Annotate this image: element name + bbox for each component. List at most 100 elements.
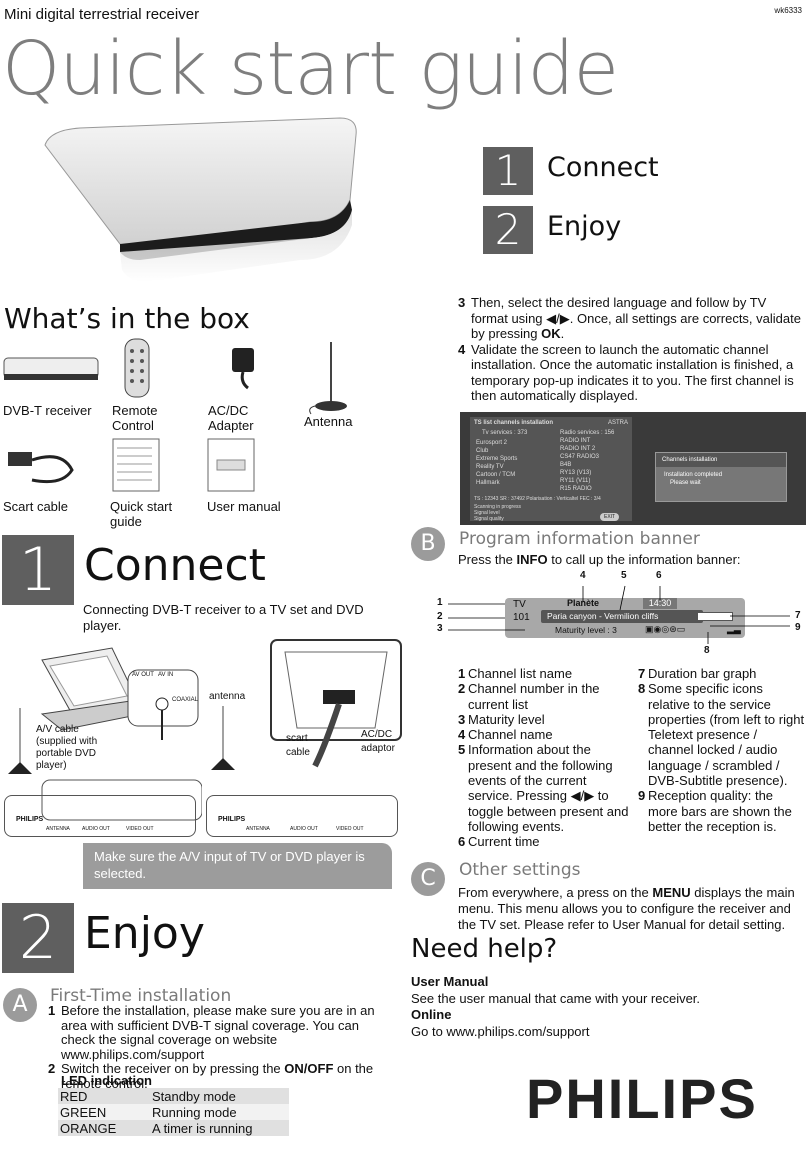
audio-out-right: AUDIO OUT [290, 826, 318, 832]
video-out-left: VIDEO OUT [126, 826, 154, 832]
label-scart-cable: scart cable [286, 733, 310, 758]
exit-button: EXIT [600, 513, 620, 521]
banner-step2-number: 2 [483, 206, 533, 254]
box-item-scart: Scart cable [3, 499, 69, 514]
brand-label-left: PHILIPS [16, 816, 44, 823]
led-heading: LED indication [61, 1073, 152, 1088]
page-title: Quick start guide [2, 26, 619, 112]
callout-8: 8 [704, 645, 710, 656]
banner-channel-list: TV [513, 599, 526, 610]
satellite-badge: ASTRA [607, 420, 628, 426]
brand-label-right: PHILIPS [218, 816, 246, 823]
user-manual-image [207, 438, 255, 492]
box-item-remote: Remote Control [112, 403, 158, 433]
antenna-image [309, 342, 347, 415]
banner-maturity: Maturity level : 3 [555, 625, 617, 635]
scrambled-icon: ⊛ [669, 624, 677, 634]
section-c-text: From everywhere, a press on the MENU dis… [458, 885, 795, 932]
document-code: wk6333 [774, 6, 802, 15]
section-c-title: Other settings [459, 860, 581, 880]
channel-list-title: TS list channels installation [474, 420, 554, 426]
info-banner: TV 101 Planète 14:30 Paria canyon - Verm… [505, 598, 745, 638]
enjoy-number: 2 [2, 903, 74, 973]
completion-popup: Channels installation Installation compl… [655, 452, 787, 502]
section-c-marker: C [411, 862, 445, 896]
help-online-text: Go to www.philips.com/support [411, 1024, 590, 1039]
transponder-line: TS : 12343 SR : 37492 Polarisation : Ver… [474, 496, 601, 502]
audio-language-icon: ◎ [661, 624, 670, 634]
box-heading: What’s in the box [4, 302, 250, 335]
dvb-receiver-image [3, 357, 99, 380]
service-icons: ▣◉◎⊛▭ [645, 624, 685, 635]
av-input-note: Make sure the A/V input of TV or DVD pla… [83, 843, 392, 889]
help-title: Need help? [411, 934, 558, 964]
teletext-icon: ▣ [645, 624, 654, 634]
section-a-marker: A [3, 988, 37, 1022]
callout-1: 1 [437, 597, 443, 608]
remote-control-image [124, 338, 150, 398]
help-user-manual-label: User Manual [411, 974, 489, 989]
callout-4: 4 [580, 570, 586, 581]
box-item-manual: User manual [207, 499, 281, 514]
banner-step1-number: 1 [483, 147, 533, 195]
callout-3: 3 [437, 623, 443, 634]
installation-screenshot: TS list channels installation ASTRA Tv s… [460, 412, 806, 525]
connect-title: Connect [84, 540, 266, 591]
section-b-title: Program information banner [459, 529, 700, 549]
callout-5: 5 [621, 570, 627, 581]
callout-6: 6 [656, 570, 662, 581]
banner-channel-number: 101 [513, 612, 530, 623]
audio-out-left: AUDIO OUT [82, 826, 110, 832]
section-b-marker: B [411, 527, 445, 561]
subtitle-icon: ▭ [676, 624, 686, 634]
scart-cable-image [8, 452, 74, 484]
banner-current-time: 14:30 [643, 598, 677, 609]
quick-start-guide-image [112, 438, 160, 492]
box-item-antenna: Antenna [304, 414, 353, 429]
banner-event: Paria canyon - Vermilion cliffs [541, 610, 703, 623]
receiver-back-right [206, 795, 398, 837]
label-antenna: antenna [209, 691, 246, 702]
lock-icon: ◉ [653, 624, 662, 634]
receiver-back-left [4, 795, 196, 837]
signal-level-label: Signal level [474, 510, 500, 516]
help-user-manual-text: See the user manual that came with your … [411, 991, 701, 1006]
connect-number: 1 [2, 535, 74, 605]
label-av-in: AV IN [158, 672, 174, 678]
label-av-cable: A/V cable (supplied with portable DVD pl… [36, 724, 98, 771]
banner-channel-name: Planète [567, 598, 600, 608]
callout-9: 9 [795, 622, 801, 633]
label-acdc-adaptor: AC/DC adaptor [361, 729, 395, 754]
video-out-right: VIDEO OUT [336, 826, 364, 832]
channel-list-panel: TS list channels installation ASTRA Tv s… [470, 417, 632, 522]
box-item-receiver: DVB-T receiver [3, 403, 92, 418]
label-coaxial: COAXIAL [172, 697, 199, 703]
enjoy-title: Enjoy [84, 908, 205, 959]
callout-7: 7 [795, 610, 801, 621]
section-b-intro: Press the INFO to call up the informatio… [458, 552, 741, 567]
antenna-port-left: ANTENNA [46, 826, 70, 832]
product-line: Mini digital terrestrial receiver [4, 6, 200, 23]
connect-subtitle: Connecting DVB-T receiver to a TV set an… [83, 602, 364, 633]
radio-services-count: Radio services : 156 [560, 430, 615, 436]
